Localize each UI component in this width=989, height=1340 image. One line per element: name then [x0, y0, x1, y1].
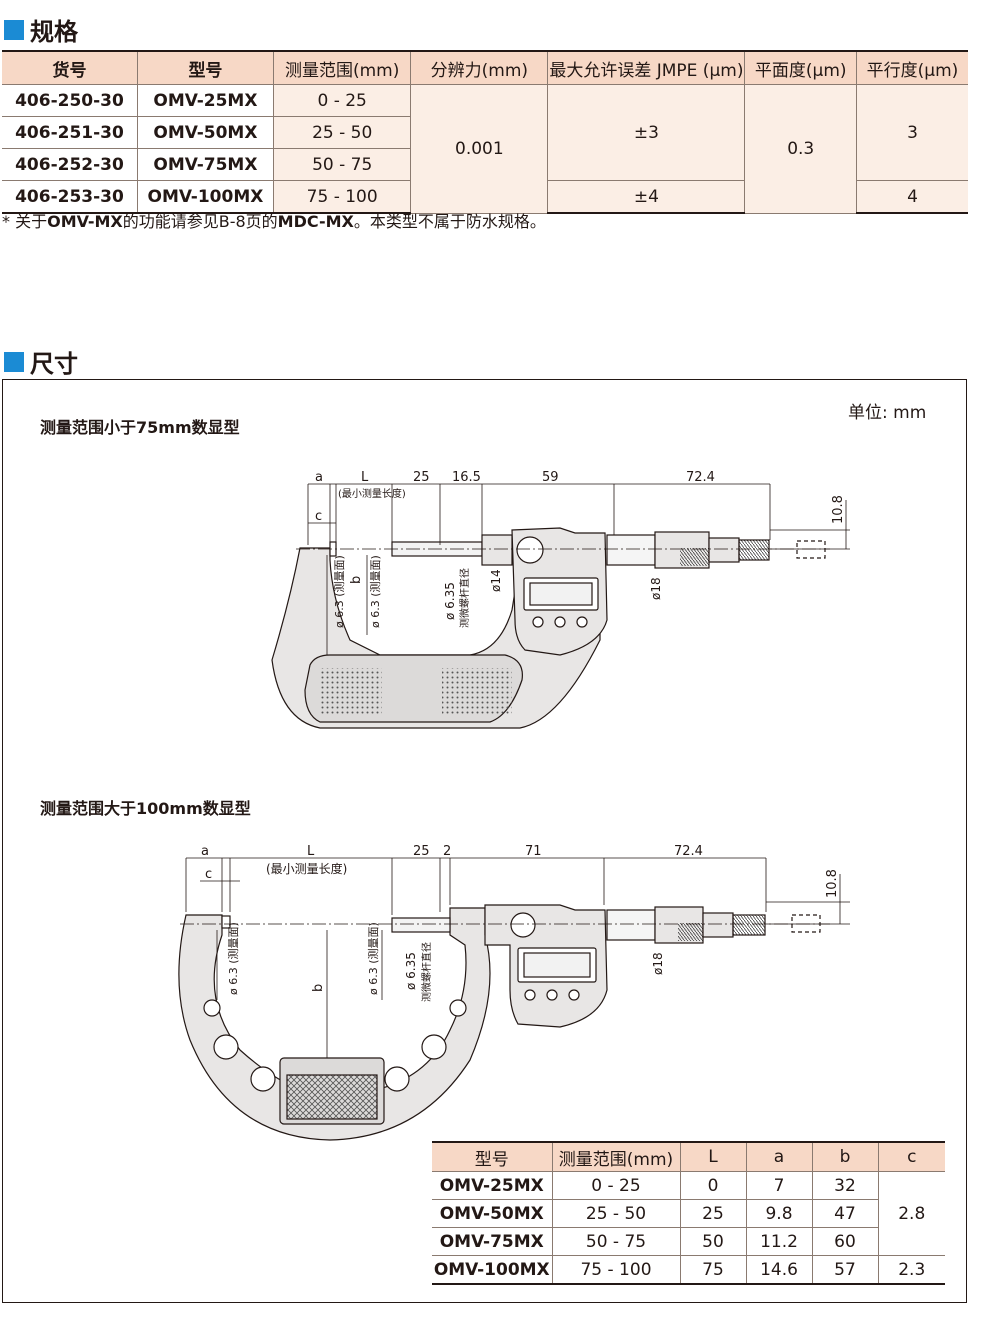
svg-text:25: 25: [413, 844, 430, 859]
diagram1-labels: a L 25 16.5 59 72.4 c (最小测量长度) 10.8 b ø …: [315, 470, 846, 628]
c-cell-a: 2.8: [877, 1171, 945, 1256]
table-row: 406-250-30 OMV-25MX 0 - 25 0.001 ±3 0.3 …: [2, 84, 968, 214]
diagram2-labels: a L 25 2 71 72.4 c (最小测量长度) 10.8 b ø 6.3…: [201, 844, 840, 1002]
svg-text:ø 6.3 (测量面): ø 6.3 (测量面): [227, 922, 240, 995]
table-row: OMV-25MX 0 - 25 0 7 32 2.8: [432, 1171, 945, 1256]
header-error: 最大允许误差 JMPE (μm): [547, 50, 745, 85]
svg-text:ø14: ø14: [489, 569, 503, 592]
parallel-cell-b: 4: [855, 180, 968, 214]
svg-text:72.4: 72.4: [686, 470, 715, 485]
svg-text:ø18: ø18: [651, 952, 665, 975]
spec-table: 货号 型号 测量范围(mm) 分辨力(mm) 最大允许误差 JMPE (μm) …: [2, 50, 968, 214]
resolution-cell: 0.001: [410, 84, 548, 214]
svg-text:c: c: [205, 867, 212, 882]
svg-text:c: c: [315, 509, 322, 524]
svg-text:ø 6.35: ø 6.35: [443, 582, 457, 620]
svg-text:ø 6.3 (测量面): ø 6.3 (测量面): [367, 922, 380, 995]
svg-text:16.5: 16.5: [452, 470, 481, 485]
svg-text:(最小测量长度): (最小测量长度): [266, 861, 347, 876]
svg-text:25: 25: [413, 470, 430, 485]
svg-text:L: L: [361, 470, 369, 485]
header-resolution: 分辨力(mm): [410, 50, 548, 85]
svg-text:测微螺杆直径: 测微螺杆直径: [420, 942, 433, 1002]
spec-note: * 关于OMV-MX的功能请参见B-8页的MDC-MX。本类型不属于防水规格。: [2, 212, 546, 231]
table-row: OMV-75MX 50 - 75 50 11.2 60: [432, 1227, 945, 1256]
micrometer-small-drawing: [271, 483, 850, 729]
blue-square-icon: [4, 19, 24, 40]
diagram1-title: 测量范围小于75mm数显型: [40, 418, 240, 437]
spec-header-row: 货号 型号 测量范围(mm) 分辨力(mm) 最大允许误差 JMPE (μm) …: [2, 50, 968, 85]
svg-text:71: 71: [525, 844, 542, 859]
svg-text:测微螺杆直径: 测微螺杆直径: [458, 568, 471, 628]
header-model: 型号: [136, 50, 274, 85]
parallel-cell-a: 3: [855, 84, 968, 181]
flatness-cell: 0.3: [744, 84, 857, 214]
header-parallel: 平行度(μm): [855, 50, 968, 85]
dims-section-title: 尺寸: [4, 344, 78, 379]
svg-text:59: 59: [542, 470, 559, 485]
c-cell-b: 2.3: [877, 1255, 945, 1285]
header-range: 测量范围(mm): [272, 50, 411, 85]
error-cell-b: ±4: [547, 180, 745, 214]
unit-label: 单位: mm: [848, 403, 927, 423]
dims-frame: [2, 379, 967, 1303]
table-row: 406-252-30 OMV-75MX 50 - 75: [2, 148, 968, 181]
header-flatness: 平面度(μm): [744, 50, 857, 85]
svg-text:72.4: 72.4: [674, 844, 703, 859]
svg-text:(最小测量长度): (最小测量长度): [338, 487, 406, 500]
svg-text:L: L: [307, 844, 315, 859]
header-code: 货号: [2, 50, 138, 85]
svg-text:ø 6.3 (测量面): ø 6.3 (测量面): [333, 555, 346, 628]
svg-text:ø18: ø18: [649, 577, 663, 600]
table-row: 406-253-30 OMV-100MX 75 - 100 ±4 4: [2, 180, 968, 214]
table-row: OMV-100MX 75 - 100 75 14.6 57 2.3: [432, 1255, 945, 1285]
svg-text:10.8: 10.8: [831, 495, 846, 524]
table-row: OMV-50MX 25 - 50 25 9.8 47: [432, 1199, 945, 1228]
blue-square-icon: [4, 351, 24, 372]
dims-header-row: 型号 测量范围(mm) L a b c: [432, 1141, 945, 1172]
svg-text:ø 6.3 (测量面): ø 6.3 (测量面): [369, 555, 382, 628]
error-cell-a: ±3: [547, 84, 745, 181]
svg-text:b: b: [311, 984, 326, 992]
spec-section-title: 规格: [4, 12, 78, 47]
svg-text:a: a: [315, 470, 323, 485]
svg-text:10.8: 10.8: [825, 869, 840, 898]
svg-text:a: a: [201, 844, 209, 859]
micrometer-large-drawing: [178, 857, 850, 1141]
svg-text:2: 2: [443, 844, 451, 859]
dims-table: 型号 测量范围(mm) L a b c OMV-25MX 0 - 25 0 7 …: [432, 1141, 945, 1285]
diagram2-title: 测量范围大于100mm数显型: [40, 799, 251, 818]
svg-text:ø 6.35: ø 6.35: [404, 952, 418, 990]
table-row: 406-251-30 OMV-50MX 25 - 50: [2, 116, 968, 149]
svg-text:b: b: [349, 576, 364, 584]
